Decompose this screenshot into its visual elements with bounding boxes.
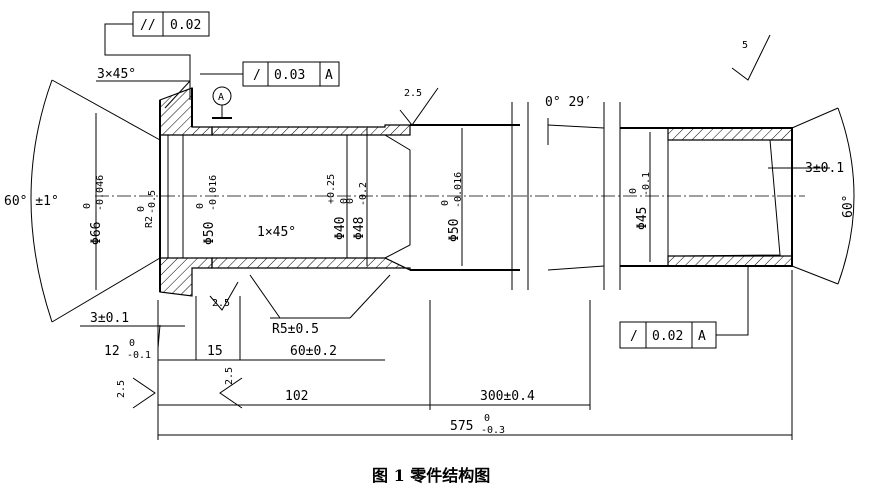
dia-66-tol: 0 bbox=[82, 203, 93, 209]
dia-66: Φ66 bbox=[89, 222, 104, 245]
angle-right: 60° bbox=[841, 195, 856, 218]
dia-50-left-tol2: -0.016 bbox=[208, 175, 219, 211]
tf2-symbol: / bbox=[253, 68, 261, 83]
len-575: 575 bbox=[450, 419, 473, 434]
dimension-lines bbox=[80, 80, 830, 440]
tf3-value: 0.02 bbox=[652, 329, 683, 344]
annotations: 5 2.5 2.5 2.5 2.5 3×45° 1×45° 60° ±1° 60… bbox=[4, 40, 856, 485]
len-60: 60±0.2 bbox=[290, 344, 337, 359]
flange-bottom-section bbox=[159, 257, 213, 297]
len-102: 102 bbox=[285, 389, 308, 404]
radius-r2-tol: 0 bbox=[136, 206, 147, 212]
radius-r2: R2 bbox=[144, 216, 155, 228]
radius-r2-tol2: -0.5 bbox=[147, 190, 158, 214]
tf3-datum: A bbox=[698, 329, 706, 344]
len-12-tol2: -0.1 bbox=[127, 350, 151, 361]
tf1-symbol: // bbox=[140, 18, 156, 33]
dia-48-tol: 0 bbox=[345, 198, 356, 204]
finish-25-mid: 2.5 bbox=[224, 367, 235, 385]
wall-top-left bbox=[211, 124, 411, 136]
dia-48: Φ48 bbox=[352, 217, 367, 240]
dia-50-left: Φ50 bbox=[202, 222, 217, 245]
wall-bottom-left bbox=[211, 257, 411, 271]
tolerance-frame-runout-top: / 0.03 A bbox=[200, 61, 340, 87]
finish-25-top: 2.5 bbox=[404, 88, 422, 99]
finish-5: 5 bbox=[742, 40, 748, 51]
dia-50-right-tol: 0 bbox=[440, 200, 451, 206]
len-575-tol2: -0.3 bbox=[481, 425, 505, 436]
dia-45: Φ45 bbox=[635, 207, 650, 230]
datum-marker: A bbox=[212, 86, 232, 119]
finish-25-left: 2.5 bbox=[116, 380, 127, 398]
dia-40-tol: +0.25 bbox=[326, 174, 337, 204]
dia-50-right: Φ50 bbox=[447, 219, 462, 242]
len-575-tol: 0 bbox=[484, 413, 490, 424]
dia-66-tol2: -0.046 bbox=[95, 175, 106, 211]
datum-letter: A bbox=[218, 92, 224, 103]
dia-40-tol2: 0 bbox=[339, 198, 350, 204]
angle-taper: 0° 29′ bbox=[545, 95, 592, 110]
dia-45-tol2: -0.1 bbox=[641, 172, 652, 196]
dia-48-tol2: -0.2 bbox=[358, 182, 369, 206]
radius-r5: R5±0.5 bbox=[272, 322, 319, 337]
len-12-tol: 0 bbox=[129, 338, 135, 349]
flange-top-section bbox=[159, 87, 213, 136]
dia-40: Φ40 bbox=[333, 217, 348, 240]
len-15: 15 bbox=[207, 344, 223, 359]
wall-top-right bbox=[667, 127, 793, 141]
surface-finish-marks bbox=[132, 34, 771, 409]
chamfer-top: 3×45° bbox=[97, 67, 136, 82]
dia-45-tol: 0 bbox=[628, 188, 639, 194]
tf1-value: 0.02 bbox=[170, 18, 201, 33]
tf2-value: 0.03 bbox=[274, 68, 305, 83]
finish-25-inner: 2.5 bbox=[212, 298, 230, 309]
len-12: 12 bbox=[104, 344, 120, 359]
chamfer-inner: 1×45° bbox=[257, 225, 296, 240]
tolerance-frame-runout-bottom: / 0.02 A bbox=[619, 266, 749, 349]
part-body bbox=[95, 87, 805, 297]
len-3-left: 3±0.1 bbox=[90, 311, 129, 326]
angle-marks bbox=[30, 79, 855, 323]
len-300: 300±0.4 bbox=[480, 389, 535, 404]
wall-bottom-right bbox=[667, 255, 793, 267]
tf2-datum: A bbox=[325, 68, 333, 83]
figure-caption: 图 1 零件结构图 bbox=[372, 466, 490, 485]
dia-50-right-tol2: -0.016 bbox=[453, 172, 464, 208]
angle-left: 60° ±1° bbox=[4, 194, 59, 209]
tf3-symbol: / bbox=[630, 329, 638, 344]
len-3-right: 3±0.1 bbox=[805, 161, 844, 176]
dia-50-left-tol: 0 bbox=[195, 203, 206, 209]
tolerance-frame-parallel: // 0.02 bbox=[104, 11, 210, 100]
